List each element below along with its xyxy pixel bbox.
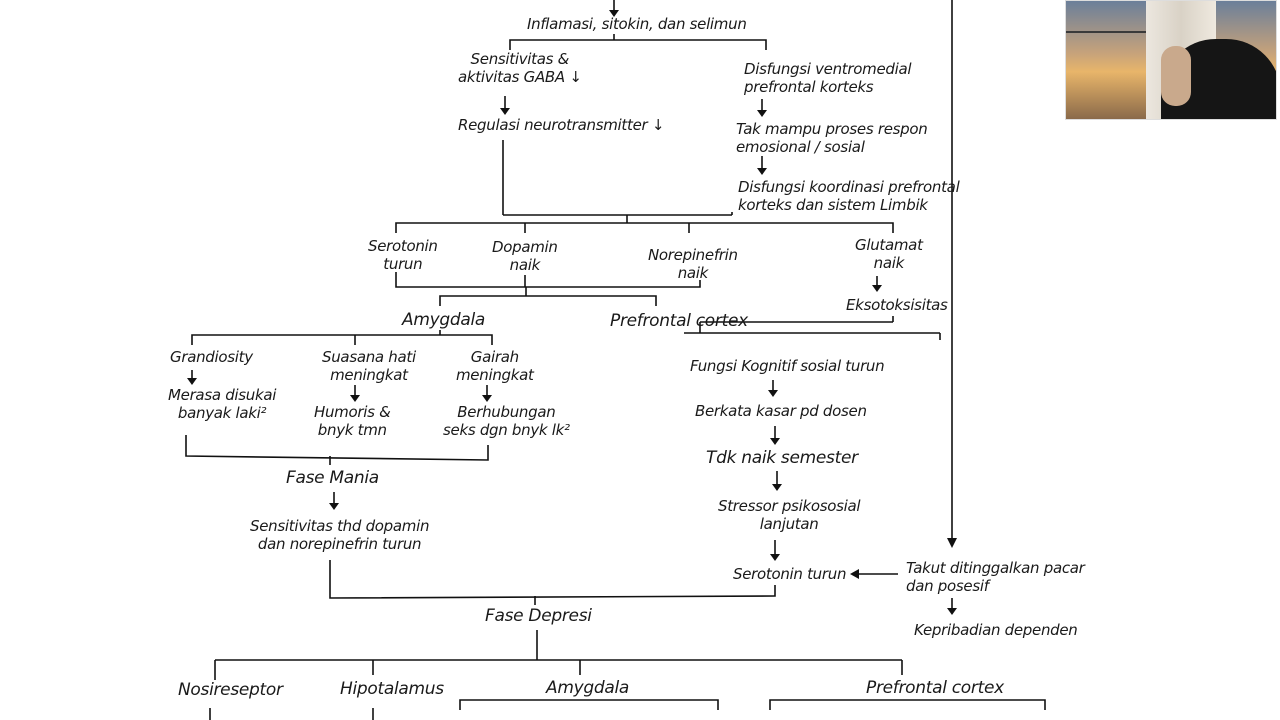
bridge-scene: [1066, 31, 1146, 93]
node-gairah: Gairah meningkat: [456, 348, 534, 384]
node-prefrontal-cortex: Prefrontal cortex: [610, 311, 748, 331]
node-amygdala-2: Amygdala: [546, 678, 629, 698]
node-prefrontal-cortex-2: Prefrontal cortex: [866, 678, 1004, 698]
node-fase-mania: Fase Mania: [286, 468, 379, 488]
node-fase-depresi: Fase Depresi: [485, 606, 592, 626]
node-dopamin-naik: Dopamin naik: [492, 238, 558, 274]
node-suasana-hati: Suasana hati meningkat: [322, 348, 416, 384]
node-grandiosity: Grandiosity: [170, 348, 253, 366]
node-glutamat-naik: Glutamat naik: [855, 236, 923, 272]
node-disfungsi-koordinasi: Disfungsi koordinasi prefrontal korteks …: [738, 178, 960, 214]
node-merasa-disukai: Merasa disukai banyak laki²: [168, 386, 277, 422]
node-berkata-kasar: Berkata kasar pd dosen: [695, 402, 867, 420]
participant-face: [1161, 46, 1191, 106]
node-sensitivitas-gaba: Sensitivitas & aktivitas GABA ↓: [458, 50, 582, 86]
node-nosireseptor: Nosireseptor: [178, 680, 283, 700]
node-amygdala: Amygdala: [402, 310, 485, 330]
node-disfungsi-ventromedial: Disfungsi ventromedial prefrontal kortek…: [744, 60, 912, 96]
node-takmampu: Tak mampu proses respon emosional / sosi…: [736, 120, 928, 156]
node-serotonin-turun: Serotonin turun: [368, 237, 438, 273]
node-regulasi-neurotransmitter: Regulasi neurotransmitter ↓: [458, 116, 665, 134]
node-kepribadian-dependen: Kepribadian dependen: [914, 621, 1078, 639]
node-sensitivitas-dopamin: Sensitivitas thd dopamin dan norepinefri…: [250, 517, 430, 553]
participant-video[interactable]: [1065, 0, 1277, 120]
node-berhubungan: Berhubungan seks dgn bnyk lk²: [443, 403, 570, 439]
node-humoris: Humoris & bnyk tmn: [314, 403, 391, 439]
node-fungsi-kognitif: Fungsi Kognitif sosial turun: [690, 357, 885, 375]
node-stressor: Stressor psikososial lanjutan: [718, 497, 861, 533]
node-hipotalamus: Hipotalamus: [340, 679, 444, 699]
node-serotonin-turun-2: Serotonin turun: [733, 565, 847, 583]
node-eksotoksisitas: Eksotoksisitas: [846, 296, 948, 314]
node-norepinefrin-naik: Norepinefrin naik: [648, 246, 738, 282]
node-inflamasi: Inflamasi, sitokin, dan selimun: [527, 15, 747, 33]
node-tdk-naik-semester: Tdk naik semester: [706, 448, 858, 468]
node-takut-ditinggalkan: Takut ditinggalkan pacar dan posesif: [906, 559, 1085, 595]
